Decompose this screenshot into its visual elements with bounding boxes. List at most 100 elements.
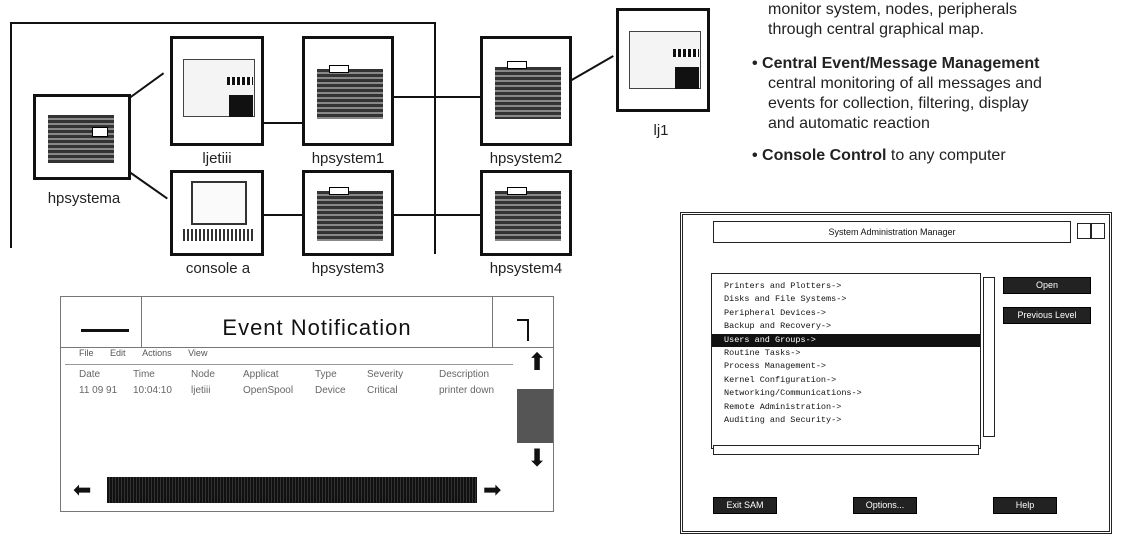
- network-line: [569, 55, 614, 82]
- workstation-icon: [317, 191, 383, 241]
- scroll-left-arrow-icon[interactable]: ⬅: [73, 477, 92, 502]
- sam-function-list: Printers and Plotters-> Disks and File Sy…: [711, 273, 981, 449]
- table-cell[interactable]: Critical: [367, 385, 398, 396]
- window-menu-button[interactable]: [81, 329, 129, 332]
- column-header: Date: [79, 369, 101, 380]
- feature-bullets: monitor system, nodes, peripherals throu…: [752, 0, 1122, 166]
- node-label-hpsystema: hpsystema: [47, 190, 121, 207]
- node-lj1[interactable]: [616, 8, 710, 112]
- node-label-hpsystem2: hpsystem2: [489, 150, 563, 167]
- node-label-lj1: lj1: [653, 122, 669, 139]
- table-cell[interactable]: 11 09 91: [79, 385, 118, 396]
- bullet-title: • Central Event/Message Management: [752, 55, 1040, 72]
- printer-icon: [673, 49, 699, 57]
- node-hpsystem4[interactable]: [480, 170, 572, 256]
- network-line: [264, 214, 302, 216]
- window-title: System Administration Manager: [713, 221, 1071, 243]
- window-header: Event Notification: [61, 297, 553, 348]
- workstation-icon: [507, 61, 527, 69]
- node-label-console-a: console a: [185, 260, 251, 277]
- column-header: Description: [439, 369, 490, 380]
- workstation-icon: [317, 69, 383, 119]
- column-header: Time: [133, 369, 155, 380]
- sam-list-item[interactable]: Printers and Plotters->: [724, 281, 842, 291]
- workstation-icon: [48, 115, 114, 163]
- menu-view[interactable]: View: [188, 348, 208, 358]
- network-line: [10, 22, 12, 248]
- sam-window: System Administration Manager Printers a…: [680, 212, 1112, 534]
- network-line: [392, 96, 480, 98]
- workstation-icon: [329, 187, 349, 195]
- sam-list-item[interactable]: Process Management->: [724, 361, 827, 372]
- node-label-hpsystem3: hpsystem3: [311, 260, 385, 277]
- node-console-a[interactable]: [170, 170, 264, 256]
- sam-list-item[interactable]: Networking/Communications->: [724, 388, 862, 399]
- node-hpsystema[interactable]: [33, 94, 131, 180]
- workstation-icon: [329, 65, 349, 73]
- workstation-icon: [507, 187, 527, 195]
- terminal-icon: [183, 229, 253, 241]
- node-hpsystem1[interactable]: [302, 36, 394, 146]
- table-cell[interactable]: OpenSpool: [243, 385, 294, 396]
- column-header: Severity: [367, 369, 404, 380]
- menu-actions[interactable]: Actions: [142, 348, 172, 358]
- sam-list-item[interactable]: Auditing and Security->: [724, 414, 842, 425]
- menu-edit[interactable]: Edit: [110, 348, 126, 358]
- node-label-hpsystem4: hpsystem4: [489, 260, 563, 277]
- resize-icon[interactable]: [517, 319, 529, 341]
- table-cell[interactable]: Device: [315, 385, 346, 396]
- previous-level-button[interactable]: Previous Level: [1003, 307, 1091, 324]
- printer-icon: [675, 67, 699, 89]
- horizontal-scrollbar-thumb[interactable]: [107, 477, 477, 503]
- bullet-text: through central graphical map.: [768, 21, 985, 38]
- window-maximize-button[interactable]: [1091, 223, 1105, 239]
- bullet-line: • Console Control to any computer: [752, 146, 1122, 166]
- bullet-text: to any computer: [886, 147, 1006, 164]
- menu-bar: File Edit Actions View: [65, 348, 513, 365]
- sam-list-item[interactable]: Users and Groups->: [712, 333, 980, 347]
- node-ljetiii[interactable]: [170, 36, 264, 146]
- terminal-icon: [191, 181, 247, 225]
- printer-icon: [227, 77, 253, 85]
- printer-icon: [229, 95, 253, 117]
- menu-file[interactable]: File: [79, 348, 94, 358]
- node-label-ljetiii: ljetiii: [202, 150, 232, 167]
- node-hpsystem2[interactable]: [480, 36, 572, 146]
- network-line: [264, 122, 302, 124]
- network-line: [434, 22, 436, 254]
- table-cell[interactable]: printer down: [439, 385, 495, 396]
- list-horizontal-scrollbar[interactable]: [713, 445, 979, 455]
- column-header: Node: [191, 369, 215, 380]
- network-line: [127, 72, 165, 100]
- window-control-button[interactable]: [1077, 223, 1091, 239]
- node-label-hpsystem1: hpsystem1: [311, 150, 385, 167]
- exit-sam-button[interactable]: Exit SAM: [713, 497, 777, 514]
- bullet-title: • Console Control: [752, 147, 887, 164]
- sam-list-item[interactable]: Backup and Recovery->: [724, 321, 832, 332]
- scroll-right-arrow-icon[interactable]: ➡: [483, 477, 502, 502]
- column-header: Type: [315, 369, 337, 380]
- bullet-text: central monitoring of all messages and: [768, 75, 1042, 92]
- sam-list-item[interactable]: Remote Administration->: [724, 401, 842, 412]
- sam-list-item[interactable]: Disks and File Systems->: [724, 294, 847, 305]
- bullet-text: events for collection, filtering, displa…: [768, 95, 1029, 112]
- bullet-text: monitor system, nodes, peripherals: [768, 1, 1017, 18]
- bullet-text: and automatic reaction: [768, 115, 930, 132]
- network-line: [10, 22, 436, 24]
- scroll-up-arrow-icon[interactable]: ⬆: [527, 349, 548, 376]
- node-hpsystem3[interactable]: [302, 170, 394, 256]
- sam-list-item[interactable]: Peripheral Devices->: [724, 307, 827, 318]
- table-cell[interactable]: 10:04:10: [133, 385, 172, 396]
- workstation-icon: [495, 191, 561, 241]
- window-title: Event Notification: [141, 297, 493, 347]
- help-button[interactable]: Help: [993, 497, 1057, 514]
- vertical-scrollbar-thumb[interactable]: [517, 389, 553, 443]
- scroll-down-arrow-icon[interactable]: ⬇: [527, 445, 548, 472]
- open-button[interactable]: Open: [1003, 277, 1091, 294]
- list-vertical-scrollbar[interactable]: [983, 277, 995, 437]
- options-button[interactable]: Options...: [853, 497, 917, 514]
- table-cell[interactable]: ljetiii: [191, 385, 211, 396]
- sam-list-item[interactable]: Routine Tasks->: [724, 347, 801, 358]
- column-header: Applicat: [243, 369, 279, 380]
- sam-list-item[interactable]: Kernel Configuration->: [724, 374, 837, 385]
